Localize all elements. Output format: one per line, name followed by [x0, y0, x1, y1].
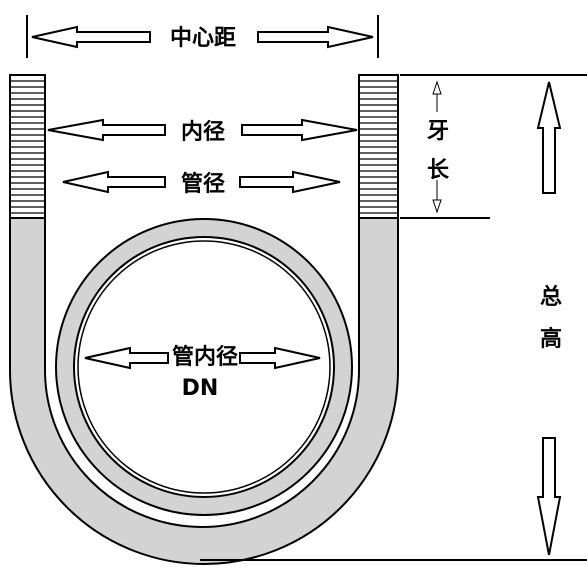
inner-diameter-arrow-left	[47, 118, 166, 142]
pipe-inner-diameter-arrow-right	[239, 346, 321, 370]
center-distance-label: 中心距	[170, 26, 236, 51]
total-height-label-1: 总	[540, 284, 562, 310]
total-height-label-2: 高	[540, 326, 562, 352]
thread-length-label-1: 牙	[427, 119, 449, 144]
total-height-arrow-down	[536, 437, 562, 556]
pipe-diameter-arrow-right	[239, 170, 341, 194]
pipe-ring	[55, 218, 353, 516]
inner-diameter-arrow-right	[241, 118, 358, 142]
center-distance-arrow-right	[257, 25, 374, 49]
total-height-arrow-up	[536, 81, 562, 194]
thread-length-arrow-down	[432, 180, 442, 214]
thread-length-arrow-up	[432, 80, 442, 112]
dn-label: DN	[182, 376, 219, 401]
center-distance-arrow-left	[31, 25, 151, 49]
pipe-diameter-label: 管径	[181, 171, 225, 197]
right-thread	[358, 74, 399, 219]
pipe-inner-diameter-label: 管内径	[172, 344, 238, 370]
inner-diameter-label: 内径	[181, 119, 225, 145]
pipe-diameter-arrow-left	[62, 170, 166, 194]
pipe-inner-diameter-arrow-left	[84, 346, 169, 370]
thread-length-label-2: 长	[427, 158, 450, 183]
left-thread	[9, 74, 46, 219]
